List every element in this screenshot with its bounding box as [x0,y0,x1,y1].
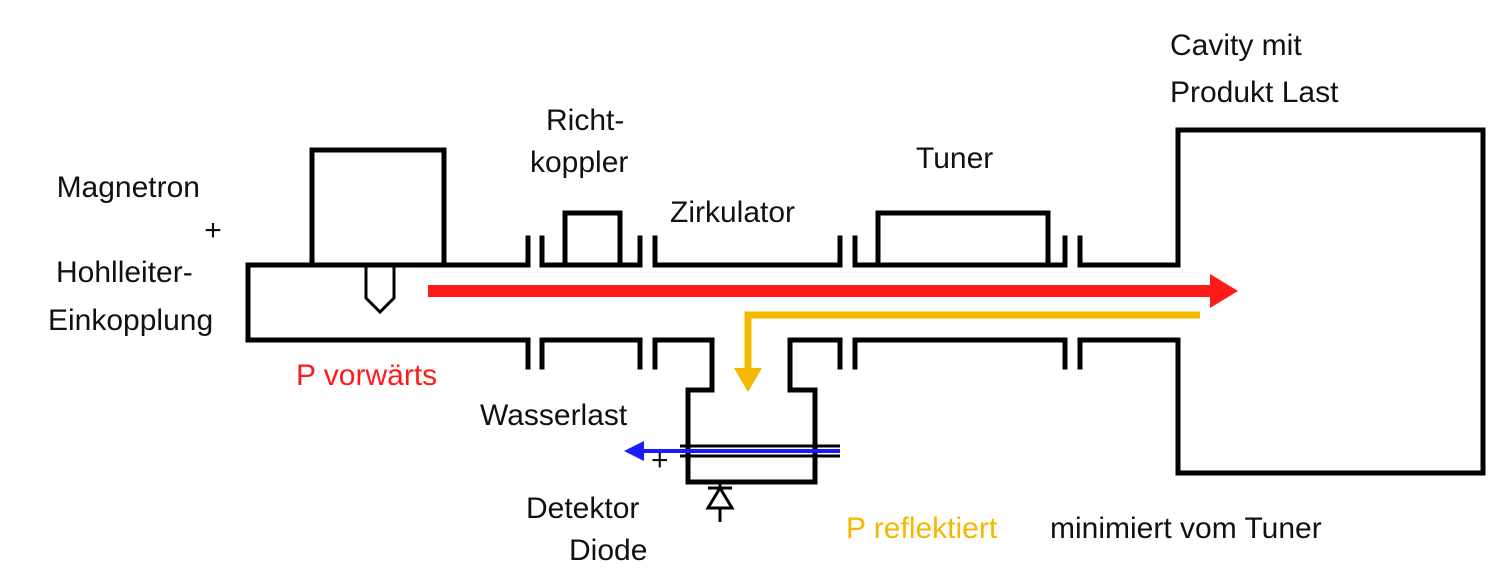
flange-bottom-1 [525,337,545,370]
label-magnetron-3: Hohlleiter- [56,256,193,289]
label-detektor-2: Diode [569,534,647,567]
label-minimiert: minimiert vom Tuner [1050,512,1322,545]
water-load-left-wall [685,337,715,485]
water-load-right-wall [787,337,818,485]
label-magnetron-1: Magnetron [57,171,200,204]
magnetron-housing [309,147,447,268]
reflected-power-arrowhead [734,368,762,392]
forward-power-arrowhead [1210,274,1238,308]
detector-signal-arrowhead [624,441,644,461]
detector-plus-sign: + [651,444,669,477]
label-cavity-1: Cavity mit [1170,29,1302,62]
label-richtkoppler-1: Richt- [546,104,624,137]
flange-bottom-4 [1062,337,1083,370]
label-magnetron-4: Einkopplung [48,304,213,337]
flange-top-1 [525,235,545,268]
label-wasserlast: Wasserlast [480,399,628,432]
flange-bottom-3 [837,337,858,370]
tuner-box [875,210,1051,268]
flange-top-3 [837,235,858,268]
flange-top-2 [637,235,658,268]
label-richtkoppler-2: koppler [530,146,628,179]
label-detektor-1: Detektor [526,492,639,525]
flange-top-4 [1062,235,1083,268]
richtkoppler-bump [562,210,623,268]
label-tuner: Tuner [916,142,993,175]
label-magnetron-2: + [204,214,222,247]
label-cavity-2: Produkt Last [1170,76,1339,109]
magnetron-antenna [364,264,396,315]
cavity-box [1175,127,1486,476]
diode-triangle [705,485,735,510]
label-zirkulator: Zirkulator [670,196,795,229]
flange-bottom-2 [637,337,658,370]
label-p-vorwaerts: P vorwärts [296,359,437,392]
reflected-power-line [744,311,1200,372]
label-p-reflektiert: P reflektiert [846,512,998,545]
